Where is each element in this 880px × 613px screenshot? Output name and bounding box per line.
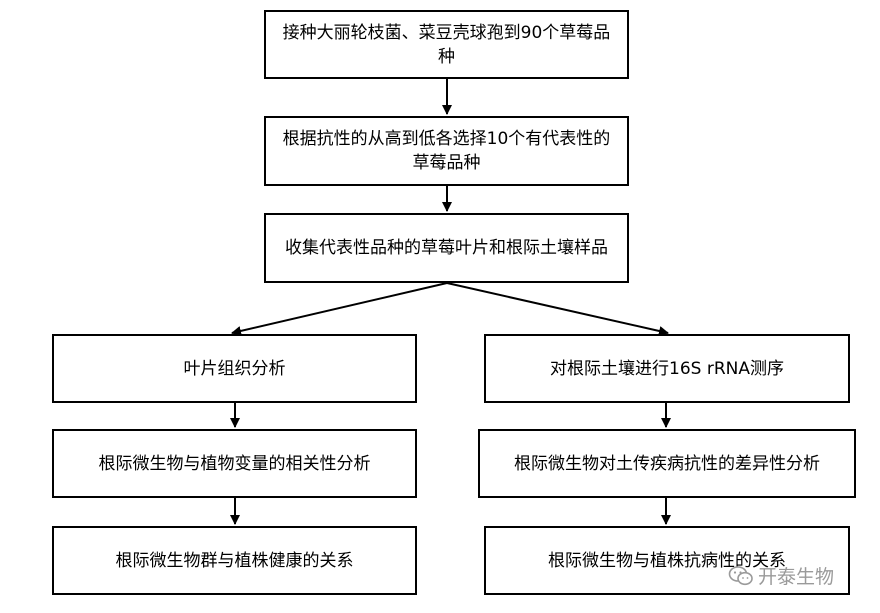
flow-box-right-b: 根际微生物对土传疾病抗性的差异性分析 bbox=[478, 429, 856, 498]
arrow-step3-right bbox=[446, 282, 669, 336]
flow-box-step2-text: 根据抗性的从高到低各选择10个有代表性的草莓品种 bbox=[282, 129, 611, 173]
flow-box-step2: 根据抗性的从高到低各选择10个有代表性的草莓品种 bbox=[264, 116, 629, 186]
flow-box-right-c: 根际微生物与植株抗病性的关系 bbox=[484, 526, 850, 595]
flow-box-left-b: 根际微生物与植物变量的相关性分析 bbox=[52, 429, 417, 498]
flow-box-step1-text: 接种大丽轮枝菌、菜豆壳球孢到90个草莓品种 bbox=[282, 22, 611, 67]
flow-box-right-c-text: 根际微生物与植株抗病性的关系 bbox=[548, 550, 786, 571]
flow-box-right-a-text: 对根际土壤进行16S rRNA测序 bbox=[550, 358, 784, 379]
flow-box-right-a: 对根际土壤进行16S rRNA测序 bbox=[484, 334, 850, 403]
flow-box-right-b-text: 根际微生物对土传疾病抗性的差异性分析 bbox=[514, 453, 820, 474]
watermark-text: 开泰生物 bbox=[758, 566, 835, 588]
flow-box-step1: 接种大丽轮枝菌、菜豆壳球孢到90个草莓品种 bbox=[264, 10, 629, 79]
flow-box-left-c: 根际微生物群与植株健康的关系 bbox=[52, 526, 417, 595]
flow-box-step3: 收集代表性品种的草莓叶片和根际土壤样品 bbox=[264, 213, 629, 283]
wechat-icon bbox=[728, 565, 753, 585]
arrow-step3-left bbox=[231, 282, 448, 336]
flow-box-left-c-text: 根际微生物群与植株健康的关系 bbox=[115, 550, 354, 571]
flow-box-step3-text: 收集代表性品种的草莓叶片和根际土壤样品 bbox=[285, 238, 608, 258]
watermark: 开泰生物 bbox=[728, 562, 834, 589]
flow-box-left-a: 叶片组织分析 bbox=[52, 334, 417, 403]
flow-box-left-b-text: 根际微生物与植物变量的相关性分析 bbox=[98, 453, 371, 474]
flow-box-left-a-text: 叶片组织分析 bbox=[183, 358, 286, 379]
